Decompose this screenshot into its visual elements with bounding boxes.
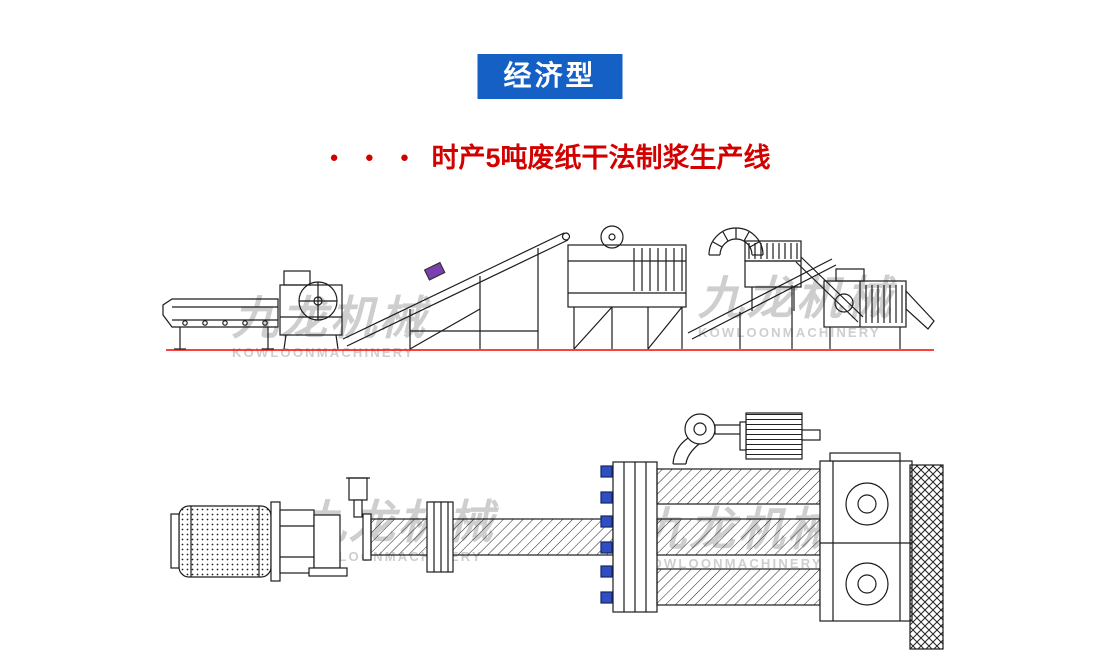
drive-coupling (279, 509, 348, 577)
screw-conveyor-pipe (362, 501, 614, 573)
dust-screen-unit (744, 240, 802, 311)
economy-type-badge-label: 经济型 (503, 60, 597, 91)
paper-bale (423, 261, 446, 281)
perforated-drum (170, 501, 281, 582)
blue-flange-bolts (600, 465, 613, 604)
refiner-pipes (656, 468, 821, 606)
watermark-cn-text: 九龙机械 (232, 292, 428, 344)
economy-type-badge: 经济型 (477, 54, 623, 99)
press-assembly (819, 452, 913, 622)
watermark-en-text: KOWLOONMACHINERY (698, 325, 881, 341)
drive-motor (739, 412, 821, 460)
feed-chain-conveyor (162, 298, 279, 350)
screening-tower (567, 225, 687, 350)
transfer-incline-conveyor (687, 258, 837, 349)
blower-and-pipe (672, 413, 747, 465)
page-title: ● ● ● 时产5吨废纸干法制浆生产线 (0, 136, 1100, 175)
drum-pulper-diagram (170, 412, 944, 650)
watermark-en-text: KOWLOONMACHINERY (640, 556, 823, 572)
outfeed-machine (823, 268, 935, 349)
title-bullet-dots: ● ● ● (329, 149, 420, 166)
bale-shredder (279, 270, 343, 350)
title-text: 时产5吨废纸干法制浆生产线 (431, 143, 771, 173)
hatched-wall (909, 464, 944, 650)
distribution-header (612, 461, 658, 613)
incline-belt-conveyor (342, 232, 571, 350)
watermark-en-text: KOWLOONMACHINERY (232, 345, 415, 361)
watermark-top-left: 九龙机械 KOWLOONMACHINERY (232, 292, 428, 361)
feed-valve (346, 477, 370, 518)
pulping-line-diagram (162, 225, 935, 351)
discharge-conveyor (795, 256, 864, 323)
